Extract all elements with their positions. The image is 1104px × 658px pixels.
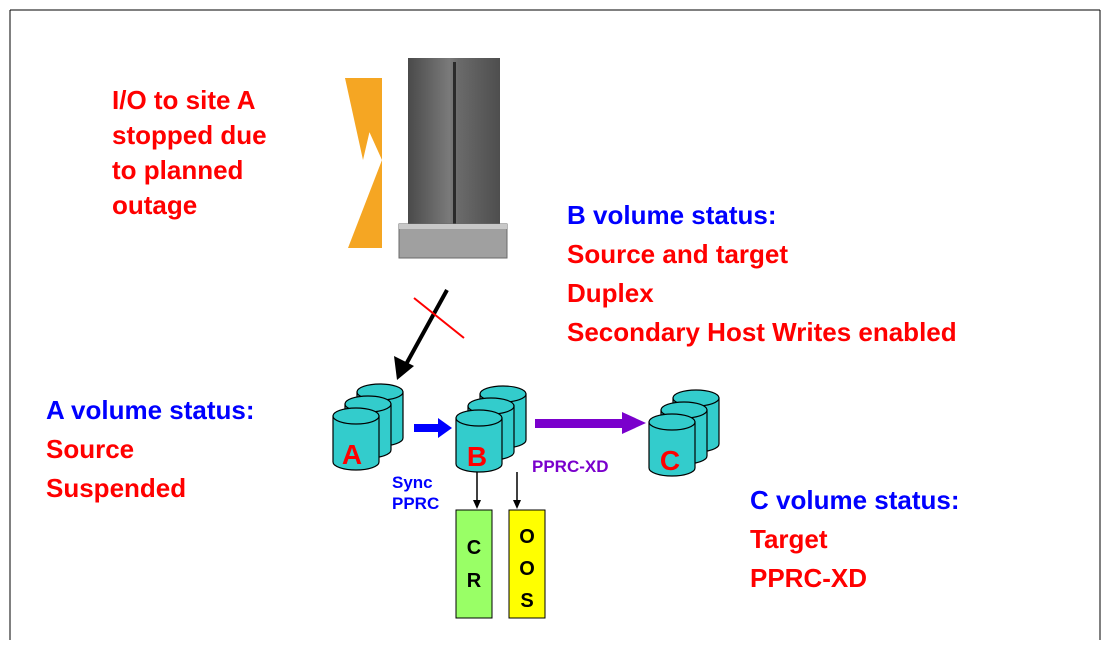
a-volume-status: A volume status: Source Suspended <box>46 397 255 514</box>
b-status-line: Source and target <box>567 239 789 269</box>
outage-marker-icon <box>345 78 382 248</box>
disk-cylinder <box>332 415 380 471</box>
volume-a-stack <box>332 383 404 471</box>
a-status-heading: A volume status: <box>46 395 255 425</box>
volume-b-stack <box>455 385 527 473</box>
disk-cylinder-top <box>332 407 380 425</box>
cr-letter-1: C <box>467 537 481 559</box>
io-note-line: I/O to site A <box>112 85 256 115</box>
pprc-xd-label: PPRC-XD <box>532 457 609 476</box>
c-status-heading: C volume status: <box>750 485 960 515</box>
oos-letter-1: O <box>519 526 535 548</box>
io-outage-note: I/O to site A stopped due to planned out… <box>112 87 267 227</box>
b-status-line: Duplex <box>567 278 654 308</box>
sync-label-line1: Sync <box>392 473 433 492</box>
b-volume-status: B volume status: Source and target Duple… <box>567 202 957 358</box>
b-status-heading: B volume status: <box>567 200 777 230</box>
a-status-line: Source <box>46 434 135 464</box>
sync-pprc-arrow <box>414 418 452 438</box>
disk-cylinder <box>455 417 503 473</box>
io-note-line: stopped due <box>112 120 267 150</box>
oos-letter-2: O <box>519 558 535 580</box>
blocked-x-icon <box>413 297 465 339</box>
volume-c-stack <box>648 389 720 477</box>
io-note-line: outage <box>112 190 198 220</box>
oos-bitmap-box <box>508 509 546 619</box>
pprc-xd-arrow <box>535 412 646 434</box>
disk-cylinder-top <box>648 413 696 431</box>
volume-b-label: B <box>467 441 487 472</box>
cr-letter-2: R <box>467 570 482 592</box>
volume-a-label: A <box>342 439 362 470</box>
oos-letter-3: S <box>520 590 533 612</box>
cr-bitmap-box <box>455 509 493 619</box>
b-status-line: Secondary Host Writes enabled <box>567 317 957 347</box>
volume-c-label: C <box>660 445 680 476</box>
io-note-line: to planned <box>112 155 244 185</box>
disk-cylinder <box>648 421 696 477</box>
sync-label-line2: PPRC <box>392 494 439 513</box>
server-icon <box>398 58 508 259</box>
c-volume-status: C volume status: Target PPRC-XD <box>750 487 960 604</box>
c-status-line: PPRC-XD <box>750 563 868 593</box>
io-arrow <box>394 289 449 380</box>
bitmap-arrows <box>473 472 521 509</box>
a-status-line: Suspended <box>46 473 187 503</box>
c-status-line: Target <box>750 524 828 554</box>
disk-cylinder-top <box>455 409 503 427</box>
